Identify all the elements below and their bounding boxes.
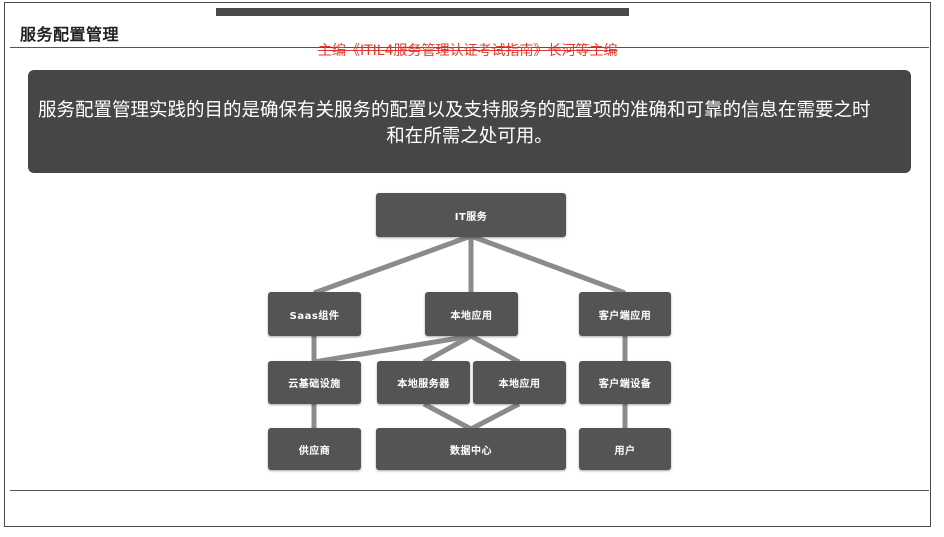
connector-it-client-app [470, 233, 626, 296]
purpose-text-line-1: 服务配置管理实践的目的是确保有关服务的配置以及支持服务的配置项的准确和可靠的信息… [38, 100, 871, 121]
connector-localapp-localapp [469, 333, 521, 365]
bottom-divider [10, 490, 929, 491]
connector-localapp-server [422, 333, 473, 365]
title-divider [10, 47, 929, 48]
node-client-application: 客户端应用 [579, 292, 671, 336]
connector-localapp-cloud [313, 333, 472, 365]
node-cloud-infrastructure: 云基础设施 [268, 361, 361, 404]
node-local-application-2: 本地应用 [473, 361, 566, 404]
purpose-banner: 服务配置管理实践的目的是确保有关服务的配置以及支持服务的配置项的准确和可靠的信息… [28, 70, 911, 173]
node-supplier: 供应商 [268, 428, 361, 470]
node-data-center: 数据中心 [376, 428, 566, 470]
purpose-text-line-2: 和在所需之处可用。 [386, 126, 553, 147]
node-local-application: 本地应用 [425, 292, 518, 336]
top-decoration-bar [216, 8, 629, 16]
node-client-device: 客户端设备 [579, 361, 671, 404]
node-it-service: IT服务 [376, 193, 566, 237]
connector-server-datacenter [422, 401, 473, 432]
connector-it-saas [313, 233, 472, 296]
node-saas-component: Saas组件 [268, 292, 361, 336]
node-user: 用户 [579, 428, 671, 470]
page-title: 服务配置管理 [20, 25, 120, 44]
source-caption: 主编《ITIL4服务管理认证考试指南》长河等主编 [318, 43, 618, 59]
connector-localapp-datacenter [469, 401, 521, 432]
node-local-server: 本地服务器 [377, 361, 470, 404]
